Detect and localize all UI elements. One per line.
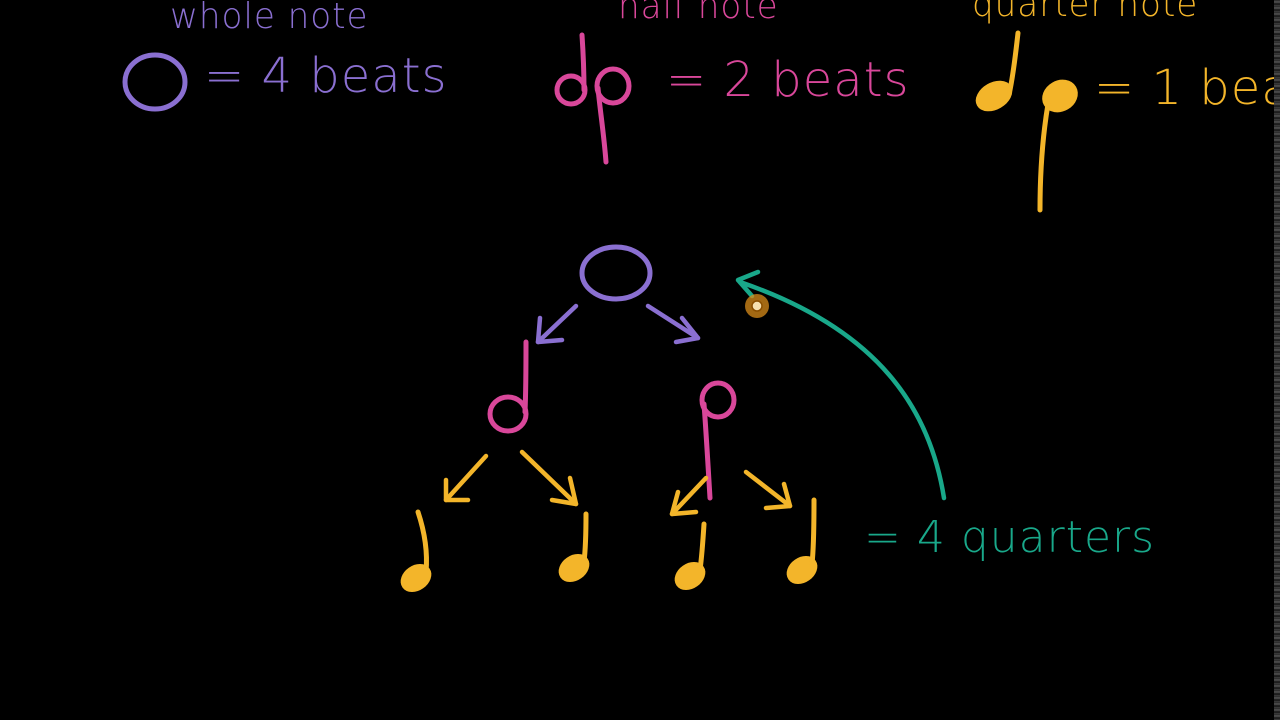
tree-quarter-note-icon [400,497,818,592]
cursor-icon [745,294,769,318]
quarter-note-icon [975,30,1078,213]
quarter-note-equation: = 1 beat [1094,60,1280,116]
whole-note-equation: = 4 beats [204,48,448,104]
quarter-note-title: quarter note [972,0,1199,25]
half-note-icon [554,32,632,165]
tree-whole-note-icon [579,244,653,302]
curved-arrow-icon [735,269,947,501]
half-note-title: half note [618,0,779,27]
arrow-icon [535,303,701,345]
whole-note-icon [122,52,188,112]
four-quarters-label: = 4 quarters [864,512,1156,563]
arrow-icon [443,449,793,517]
tree-half-note-icon [487,339,737,501]
half-note-equation: = 2 beats [666,52,910,108]
edge-strip [1274,0,1280,720]
whole-note-title: whole note [170,0,369,37]
